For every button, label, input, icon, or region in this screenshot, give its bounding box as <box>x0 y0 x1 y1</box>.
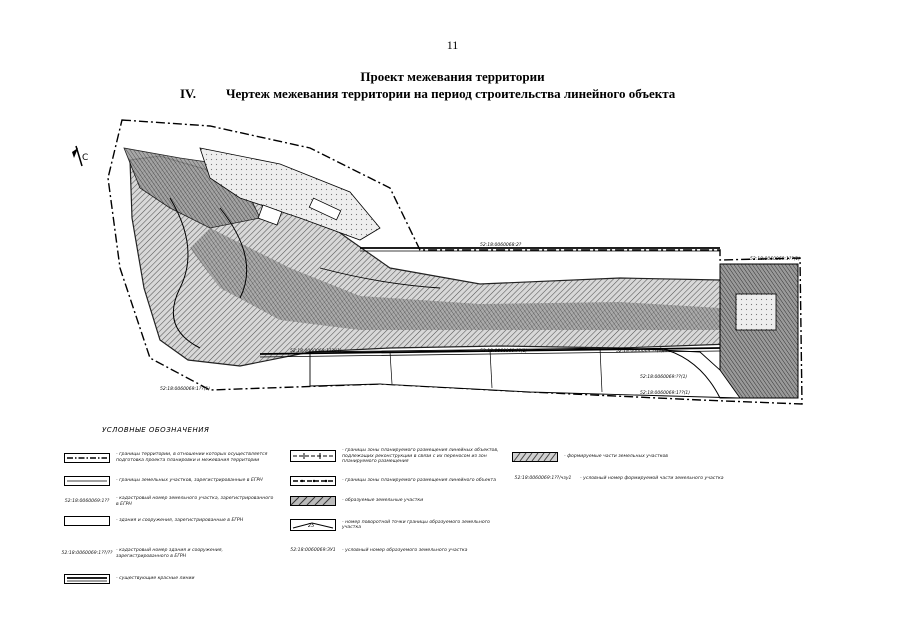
cadastral-code-sample: 52:18:0060069:1?? <box>64 498 110 504</box>
legend-text: - границы земельных участков, зарегистри… <box>116 478 263 484</box>
formed-parcel-code-sample: 52:18:0060069:ЗУ1 <box>290 548 336 553</box>
legend-text: - номер поворотной точки границы образуе… <box>342 519 490 531</box>
legend-item: - образуемые земельные участки <box>290 496 502 506</box>
svg-text:25: 25 <box>308 523 314 529</box>
section-heading: IV. Чертеж межевания территории на период… <box>180 86 800 102</box>
legend-item: - существующие красные линии <box>64 574 276 584</box>
building <box>257 204 283 226</box>
right-inner-parcel <box>735 293 777 331</box>
section-title: Чертеж межевания территории на период ст… <box>226 86 676 101</box>
legend-item: 52:18:0060069:1??/?? - кадастровый номер… <box>61 548 276 559</box>
parcel-label: 52:18:0060069:1??(1) <box>750 256 800 262</box>
legend-item: - здания и сооружения, зарегистрированны… <box>64 516 276 526</box>
legend-text: - границы территории, в отношении которы… <box>116 452 268 463</box>
legend-text: - границы зоны планируемого размещения л… <box>342 478 497 484</box>
turning-point-symbol: 25 <box>290 519 336 531</box>
linear-object-zone-symbol <box>290 476 336 486</box>
legend-title: УСЛОВНЫЕ ОБОЗНАЧЕНИЯ <box>102 426 210 434</box>
parcel-label: 52:18:0060069:??(1)/1 <box>616 348 668 354</box>
legend-text: - условный номер образуемого земельного … <box>342 548 468 553</box>
legend-text: - здания и сооружения, зарегистрированны… <box>116 518 244 524</box>
land-survey-drawing: С 52:18:0060068:2? 52:18:0060069:1??(1) … <box>72 119 803 405</box>
legend-item: 52:18:0060069:1??/чзу1 - условный номер … <box>512 476 842 482</box>
legend-text: - кадастровый номер здания и сооружения,… <box>116 548 223 559</box>
legend-text: - существующие красные линии <box>116 576 195 582</box>
svg-text:С: С <box>82 153 88 163</box>
cadastral-code-sample: 52:18:0060069:1??/?? <box>61 550 113 556</box>
legend-item: - границы земельных участков, зарегистри… <box>64 476 276 486</box>
page-number: 11 <box>446 38 459 52</box>
red-line <box>259 347 721 355</box>
document-title: Проект межевания территории <box>360 69 545 84</box>
parcel-label: 52:18:0060069:??(1) <box>480 348 527 354</box>
building-symbol <box>64 516 110 526</box>
legend-item: 25 - номер поворотной точки границы обра… <box>290 519 502 531</box>
legend-item: 52:18:0060069:1?? - кадастровый номер зе… <box>64 496 276 507</box>
legend-text: - условный номер формируемой части земел… <box>580 476 724 481</box>
legend-item: 52:18:0060069:ЗУ1 - условный номер образ… <box>290 548 502 554</box>
solid-line-symbol <box>64 476 110 486</box>
legend-item: - формируемые части земельных участков <box>512 452 842 462</box>
section-number: IV. <box>180 86 197 101</box>
legend-text: - границы зоны планируемого размещения л… <box>342 448 499 464</box>
territory-boundary <box>107 119 803 405</box>
road-core <box>190 228 720 330</box>
legend-item: - границы зоны планируемого размещения л… <box>290 476 502 486</box>
legend-item: - границы зоны планируемого размещения л… <box>290 448 502 465</box>
reconstruction-line-symbol <box>290 450 336 463</box>
legend-text: - кадастровый номер земельного участка, … <box>116 496 274 507</box>
right-parcel <box>719 263 799 399</box>
parcel-label: 52:18:0060069:1??(1) <box>160 386 210 392</box>
parcel-part-code-sample: 52:18:0060069:1??/чзу1 <box>514 476 572 481</box>
terrain-mark <box>169 197 201 349</box>
legend-text: - формируемые части земельных участков <box>564 454 668 460</box>
red-line-symbol <box>64 574 110 584</box>
formed-parcel-symbol <box>290 496 336 506</box>
north-arrow-icon: С <box>72 145 88 167</box>
building <box>308 197 342 221</box>
parcel-label: 52:18:0060069:1??(1) <box>640 390 690 396</box>
legend-item: - границы территории, в отношении которы… <box>64 452 276 463</box>
parcel-part-symbol <box>512 452 558 462</box>
legend-text: - образуемые земельные участки <box>342 498 424 504</box>
dash-dot-line-symbol <box>64 452 110 463</box>
parcel-label: 52:18:0060069:??(1) <box>640 374 687 380</box>
parcel-label: 52:18:0060068:2? <box>480 242 522 248</box>
parcel-label: 52:18:0060069:1??/(1) <box>290 348 342 354</box>
